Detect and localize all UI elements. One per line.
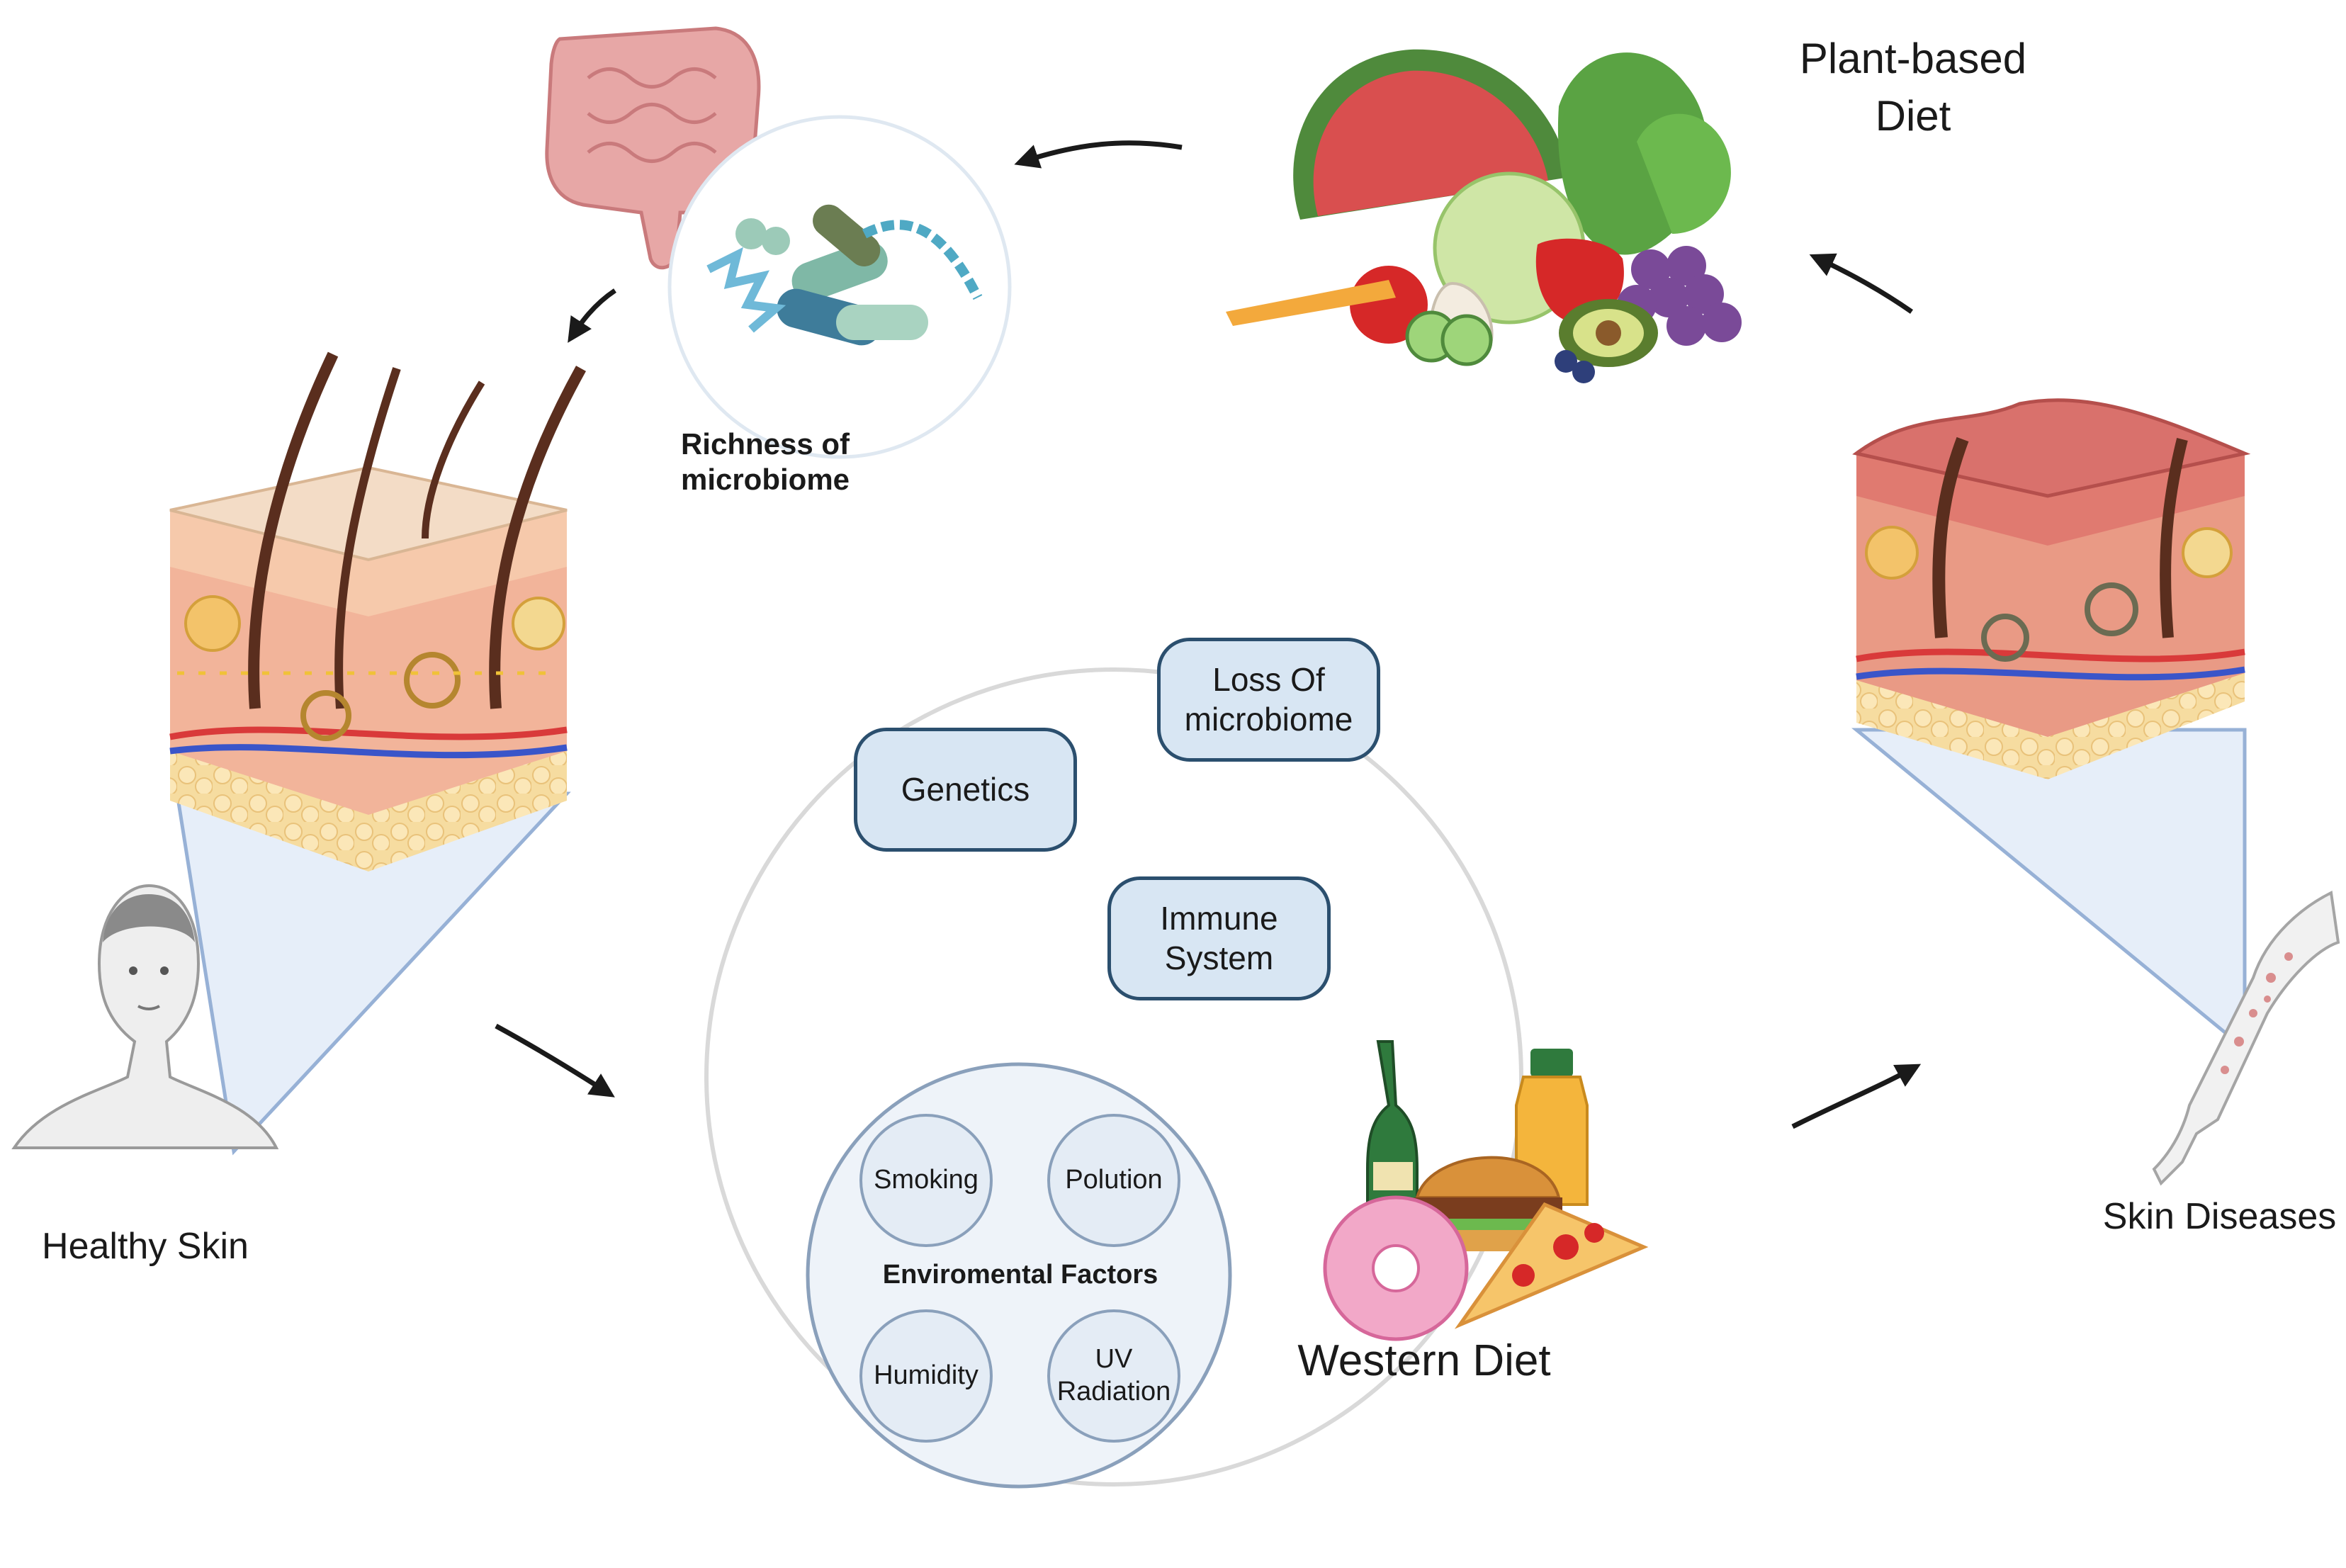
polution-circle: Polution — [1047, 1114, 1180, 1247]
human-face-icon — [11, 884, 279, 1149]
arrow-disease-to-plant — [1809, 253, 1914, 314]
western-diet-label: Western Diet — [1297, 1336, 1551, 1385]
diseased-skin-icon — [1851, 398, 2251, 1053]
junk-food-icon — [1323, 1040, 1649, 1341]
arrow-gut-to-skin — [568, 288, 616, 343]
skin-diseases-label: Skin Diseases — [2102, 1196, 2337, 1237]
skin-cross-section-icon — [169, 351, 586, 1156]
smoking-circle: Smoking — [859, 1114, 993, 1247]
loss-of-microbiome-box: Loss Of microbiome — [1157, 638, 1380, 762]
uv-radiation-circle: UV Radiation — [1047, 1309, 1180, 1443]
healthy-skin-label: Healthy Skin — [42, 1226, 249, 1267]
immune-system-box: Immune System — [1107, 876, 1331, 1000]
fruits-vegetables-icon — [1226, 49, 1742, 383]
arm-rash-icon — [2152, 890, 2340, 1186]
plant-based-diet-label: Plant-based Diet — [1799, 35, 2027, 140]
genetics-box: Genetics — [854, 728, 1077, 852]
arrow-center-to-disease — [1791, 1064, 1922, 1129]
arrow-healthy-to-center — [495, 1023, 615, 1098]
arrow-plant-to-gut — [1014, 140, 1183, 169]
richness-of-microbiome-label: Richness of microbiome — [680, 427, 850, 497]
environmental-factors-title: Enviromental Factors — [882, 1260, 1158, 1290]
bacteria-icon — [667, 115, 1012, 459]
humidity-circle: Humidity — [859, 1309, 993, 1443]
